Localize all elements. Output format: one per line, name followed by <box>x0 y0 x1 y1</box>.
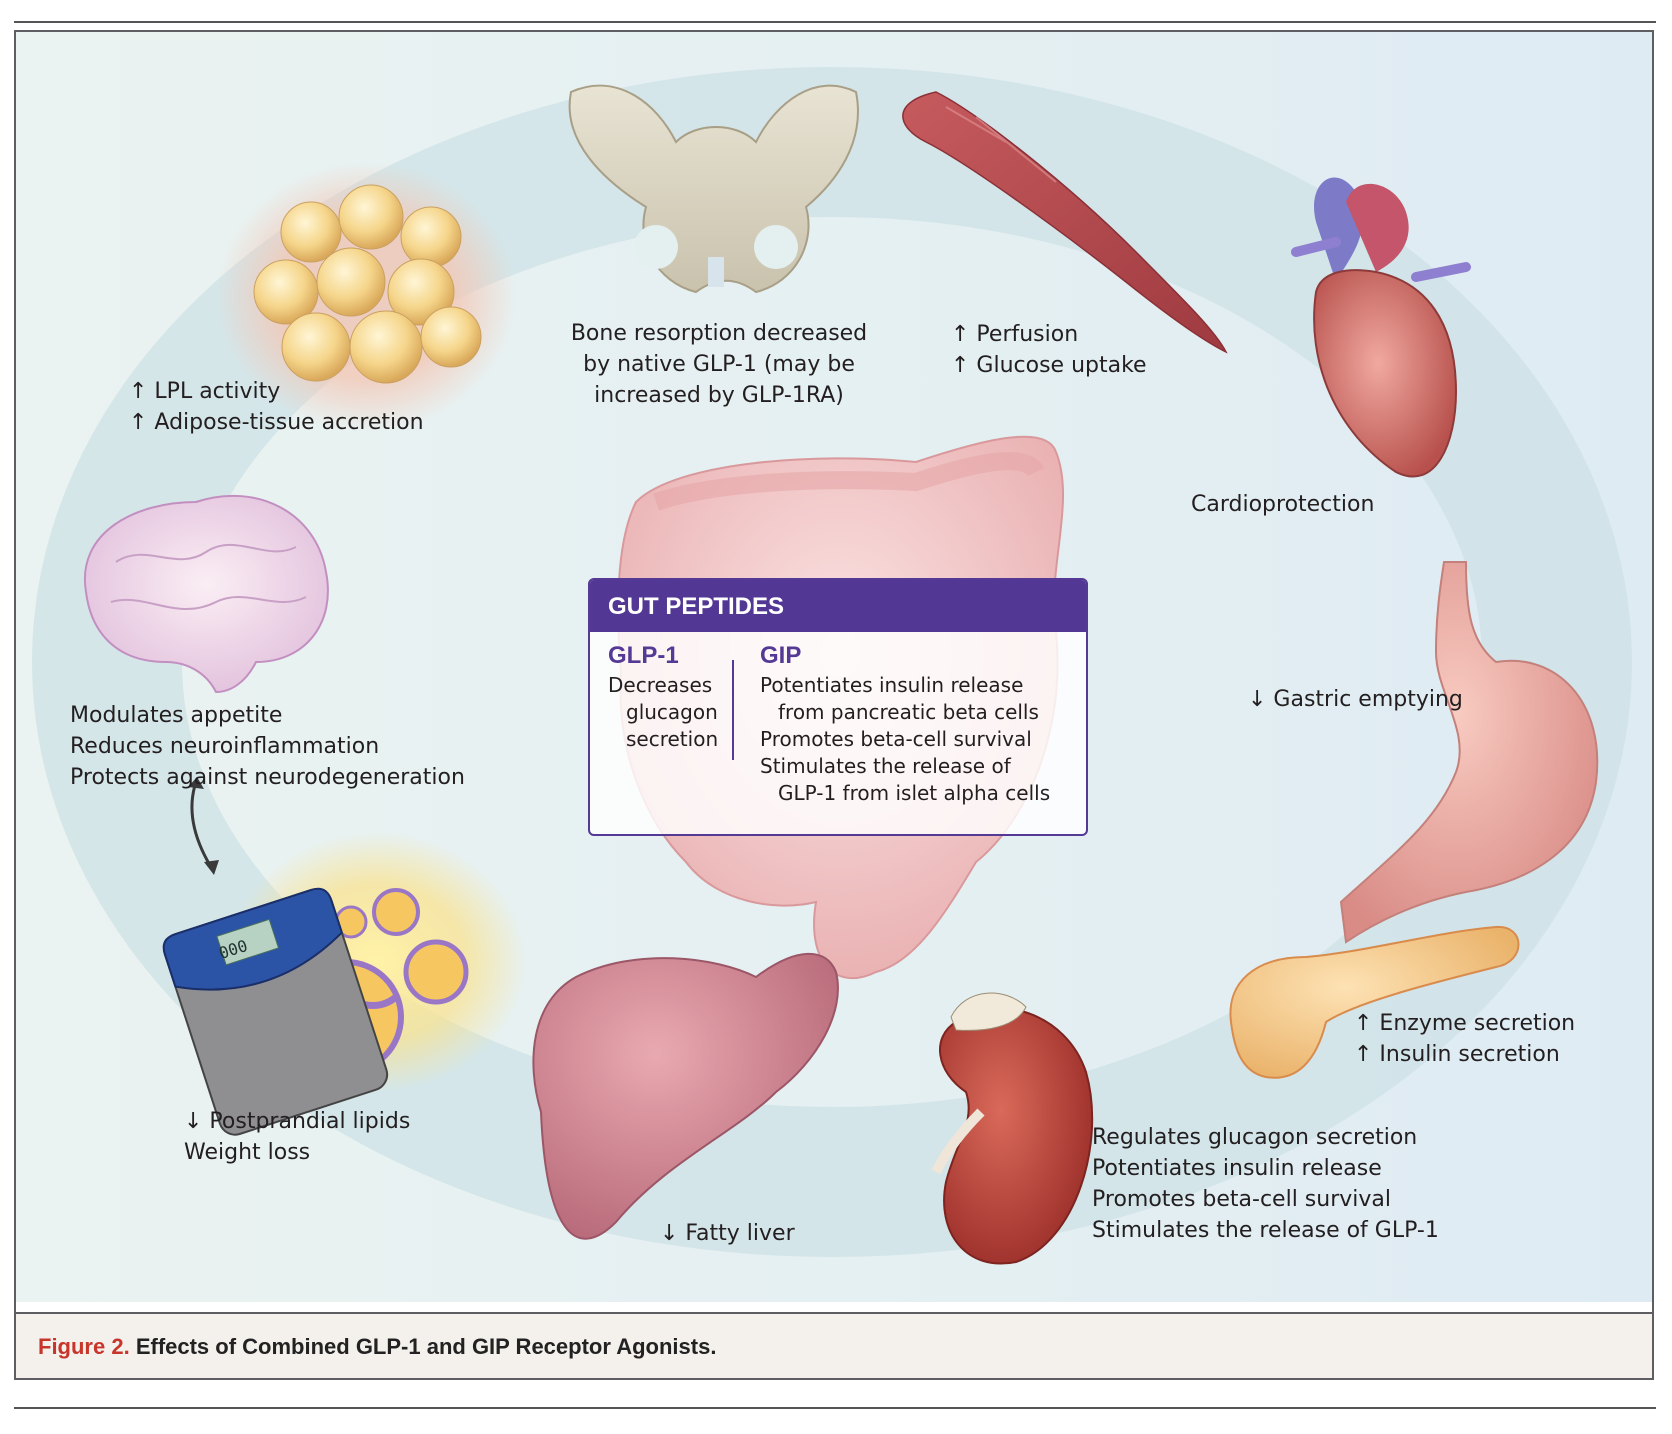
pancreas-icon <box>1229 925 1520 1079</box>
pelvis-bone-icon <box>568 84 859 294</box>
scale-icon <box>162 887 389 1136</box>
label-line: Modulates appetite <box>70 703 283 728</box>
label-muscle: ↑ Perfusion ↑ Glucose uptake <box>951 319 1147 381</box>
label-line: ↓ Postprandial lipids <box>184 1109 411 1134</box>
label-heart: Cardioprotection <box>1191 489 1374 520</box>
figure-frame: 000 ↑ LPL activity ↑ Adipose-t <box>14 30 1654 1380</box>
label-line: ↓ Fatty liver <box>660 1221 795 1246</box>
gip-line: from pancreatic beta cells <box>778 700 1039 724</box>
label-liver: ↓ Fatty liver <box>660 1218 795 1249</box>
label-line: ↑ Perfusion <box>951 322 1079 347</box>
fat-cells-icon <box>216 162 516 432</box>
label-line: ↑ Adipose-tissue accretion <box>129 410 424 435</box>
label-line: Promotes beta-cell survival <box>1092 1187 1391 1212</box>
gip-line: GLP-1 from islet alpha cells <box>778 781 1051 805</box>
gut-peptides-box: GUT PEPTIDES GLP-1 Decreases glucagon se… <box>588 578 1088 836</box>
label-line: Regulates glucagon secretion <box>1092 1125 1418 1150</box>
glp1-heading: GLP-1 <box>608 642 679 669</box>
bottom-rule <box>14 1407 1656 1409</box>
gip-column: GIP Potentiates insulin release from pan… <box>760 642 1050 807</box>
glp1-line: secretion <box>626 727 719 751</box>
label-adipose: ↑ LPL activity ↑ Adipose-tissue accretio… <box>129 376 424 438</box>
glp1-line: glucagon <box>626 700 718 724</box>
column-divider <box>732 660 734 760</box>
label-line: ↓ Gastric emptying <box>1248 687 1463 712</box>
label-line: Bone resorption decreased <box>570 321 868 346</box>
figure-artwork: 000 ↑ LPL activity ↑ Adipose-t <box>16 32 1652 1302</box>
label-weight: ↓ Postprandial lipids Weight loss <box>184 1106 410 1168</box>
gip-line: Stimulates the release of <box>760 754 1011 778</box>
gip-line: Potentiates insulin release <box>760 673 1024 697</box>
stomach-icon <box>1339 561 1599 944</box>
muscle-icon <box>902 91 1228 354</box>
double-arrow-icon <box>188 777 219 875</box>
label-bone: Bone resorption decreased by native GLP-… <box>564 318 874 411</box>
figure-caption: Figure 2. Effects of Combined GLP-1 and … <box>16 1312 1652 1378</box>
top-rule <box>14 21 1656 23</box>
label-line: ↑ LPL activity <box>129 379 281 404</box>
label-line: ↑ Insulin secretion <box>1354 1042 1560 1067</box>
gut-peptides-title: GUT PEPTIDES <box>590 580 1086 632</box>
liver-icon <box>532 952 839 1240</box>
label-kidney-islet: Regulates glucagon secretion Potentiates… <box>1092 1122 1439 1246</box>
brain-icon <box>83 494 329 694</box>
gip-line: Promotes beta-cell survival <box>760 727 1032 751</box>
label-line: by native GLP-1 (may be <box>583 352 855 377</box>
gip-heading: GIP <box>760 642 802 669</box>
label-line: Potentiates insulin release <box>1092 1156 1382 1181</box>
label-stomach: ↓ Gastric emptying <box>1248 684 1463 715</box>
label-line: Stimulates the release of GLP-1 <box>1092 1218 1439 1243</box>
glp1-line: Decreases <box>608 673 713 697</box>
label-pancreas: ↑ Enzyme secretion ↑ Insulin secretion <box>1354 1008 1575 1070</box>
label-line: Protects against neurodegeneration <box>70 765 465 790</box>
figure-number: Figure 2. <box>38 1334 130 1359</box>
label-line: Weight loss <box>184 1140 311 1165</box>
label-line: Cardioprotection <box>1191 492 1375 517</box>
label-brain: Modulates appetite Reduces neuroinflamma… <box>70 700 465 793</box>
label-line: ↑ Glucose uptake <box>951 353 1147 378</box>
illustration-layer: 000 <box>32 67 1632 1265</box>
glp1-column: GLP-1 Decreases glucagon secretion <box>608 642 718 753</box>
label-line: increased by GLP-1RA) <box>594 383 844 408</box>
figure-title: Effects of Combined GLP-1 and GIP Recept… <box>135 1334 717 1359</box>
label-line: ↑ Enzyme secretion <box>1354 1011 1576 1036</box>
label-line: Reduces neuroinflammation <box>70 734 380 759</box>
heart-icon <box>1291 177 1471 478</box>
caption-text: Figure 2. Effects of Combined GLP-1 and … <box>38 1334 716 1360</box>
kidney-icon <box>931 992 1094 1265</box>
